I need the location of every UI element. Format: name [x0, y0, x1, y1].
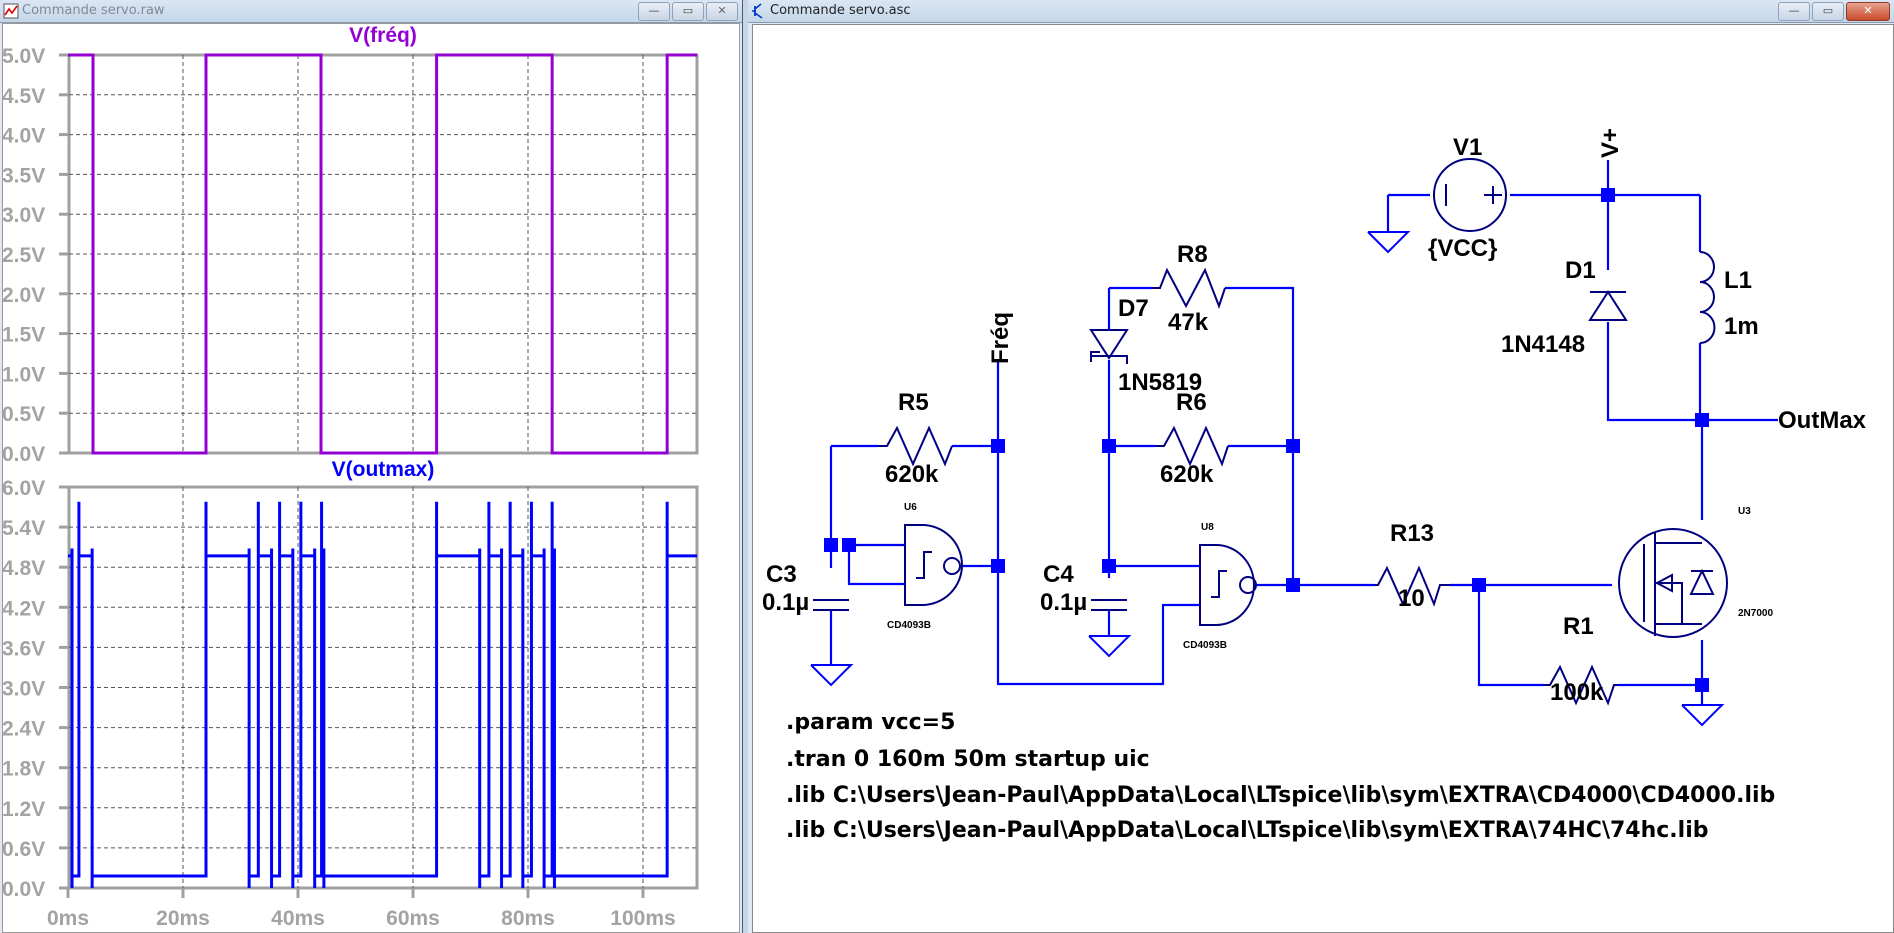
y-tick-label: 0.0V — [2, 443, 45, 466]
x-tick-label: 100ms — [610, 907, 675, 930]
y-tick-label: 1.2V — [2, 798, 45, 821]
transistor-icon — [752, 3, 763, 19]
y-tick-label: 0.5V — [2, 403, 45, 426]
waveform-icon — [3, 3, 19, 19]
window-title: Commande servo.asc — [770, 3, 911, 18]
y-tick-label: 1.8V — [2, 758, 45, 781]
spice-directive[interactable]: .lib C:\Users\Jean-Paul\AppData\Local\LT… — [786, 783, 1776, 808]
trace-title: V(outmax) — [332, 458, 435, 481]
window-title: Commande servo.raw — [22, 3, 165, 18]
y-tick-label: 3.6V — [2, 637, 45, 660]
y-tick-label: 5.4V — [2, 517, 45, 540]
x-tick-label: 0ms — [47, 907, 89, 930]
y-tick-label: 3.0V — [2, 678, 45, 701]
trace-line — [68, 53, 697, 455]
y-tick-label: 2.5V — [2, 244, 45, 267]
y-tick-label: 0.6V — [2, 838, 45, 861]
spice-directive[interactable]: .param vcc=5 — [786, 710, 956, 735]
y-tick-label: 0.0V — [2, 878, 45, 901]
y-tick-label: 3.5V — [2, 164, 45, 187]
plot-pane-outmax: 6.0V 5.4V 4.8V 4.2V 3.6V 3.0V 2.4V 1.8V 1.2V 0.6V… — [2, 458, 699, 930]
y-tick-label: 1.0V — [2, 363, 45, 386]
y-tick-label: 2.0V — [2, 284, 45, 307]
spice-directive[interactable]: .tran 0 160m 50m startup uic — [786, 747, 1150, 772]
plot-pane[interactable]: 5.0V 4.5V 4.0V 3.5V 3.0V 2.5V 2.0V 1.5V 1.0V 0.5V… — [2, 23, 740, 933]
close-button[interactable]: ✕ — [1846, 2, 1890, 21]
maximize-button[interactable]: ▭ — [672, 2, 704, 21]
waveform-window[interactable]: Commande servo.raw — ▭ ✕ 5.0V 4.5V 4.0V 3.5… — [0, 0, 742, 933]
maximize-button[interactable]: ▭ — [1812, 2, 1844, 21]
minimize-button[interactable]: — — [638, 2, 670, 21]
trace-title: V(fréq) — [349, 24, 417, 47]
y-tick-label: 6.0V — [2, 477, 45, 500]
waveform-titlebar[interactable]: Commande servo.raw — ▭ ✕ — [0, 0, 742, 23]
y-tick-label: 4.8V — [2, 557, 45, 580]
schematic-canvas[interactable] — [752, 24, 1894, 933]
minimize-button[interactable]: — — [1778, 2, 1810, 21]
y-tick-label: 4.0V — [2, 125, 45, 148]
x-tick-label: 20ms — [156, 907, 210, 930]
y-tick-label: 1.5V — [2, 324, 45, 347]
y-tick-label: 3.0V — [2, 204, 45, 227]
x-tick-label: 80ms — [501, 907, 555, 930]
trace-line — [68, 501, 697, 888]
x-tick-label: 40ms — [271, 907, 325, 930]
schematic-titlebar[interactable]: Commande servo.asc — ▭ ✕ — [748, 0, 1894, 23]
y-tick-label: 4.2V — [2, 597, 45, 620]
plot-pane-freq: 5.0V 4.5V 4.0V 3.5V 3.0V 2.5V 2.0V 1.5V 1.0V 0.5V… — [2, 24, 699, 466]
spice-directive[interactable]: .lib C:\Users\Jean-Paul\AppData\Local\LT… — [786, 818, 1709, 843]
y-tick-label: 2.4V — [2, 718, 45, 741]
waveform-plots[interactable]: 5.0V 4.5V 4.0V 3.5V 3.0V 2.5V 2.0V 1.5V 1.0V 0.5V… — [0, 0, 736, 930]
x-tick-label: 60ms — [386, 907, 440, 930]
y-tick-label: 4.5V — [2, 85, 45, 108]
close-button[interactable]: ✕ — [706, 2, 738, 21]
y-tick-label: 5.0V — [2, 45, 45, 68]
